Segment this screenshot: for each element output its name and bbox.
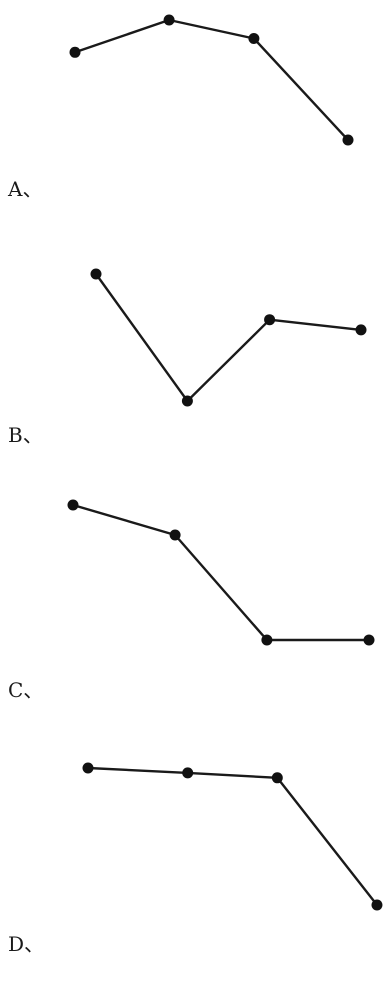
option-b: B、 (8, 268, 367, 447)
option-b-point-4 (355, 324, 367, 336)
option-a-polyline (73, 18, 350, 142)
option-c-point-1 (67, 499, 79, 511)
option-b-point-3 (264, 314, 276, 326)
option-c-point-2 (169, 529, 181, 541)
option-a-point-3 (248, 33, 260, 44)
option-c-vertices (67, 499, 375, 646)
option-d-label: D、 (8, 932, 44, 956)
option-a-point-1 (69, 46, 81, 58)
option-b-polyline (94, 272, 363, 403)
option-a-point-4 (342, 134, 354, 146)
option-c-polyline (71, 503, 371, 642)
option-d-vertices (82, 762, 383, 911)
option-c-point-3 (261, 634, 273, 646)
option-d-point-1 (82, 762, 94, 774)
option-d-point-2 (182, 767, 194, 779)
option-d-point-4 (371, 899, 383, 911)
option-a-point-2 (163, 14, 175, 26)
option-a: A、 (7, 14, 354, 201)
option-a-label: A、 (7, 177, 42, 201)
option-a-vertices (69, 14, 354, 146)
option-d-point-3 (271, 772, 283, 784)
option-d-polyline (86, 766, 379, 907)
option-b-vertices (90, 268, 367, 407)
option-c: C、 (8, 499, 375, 702)
option-b-point-1 (90, 268, 102, 280)
option-c-label: C、 (8, 678, 43, 702)
option-b-point-2 (181, 395, 193, 407)
option-b-label: B、 (8, 423, 43, 447)
option-c-point-4 (363, 634, 375, 646)
option-d: D、 (8, 762, 383, 956)
